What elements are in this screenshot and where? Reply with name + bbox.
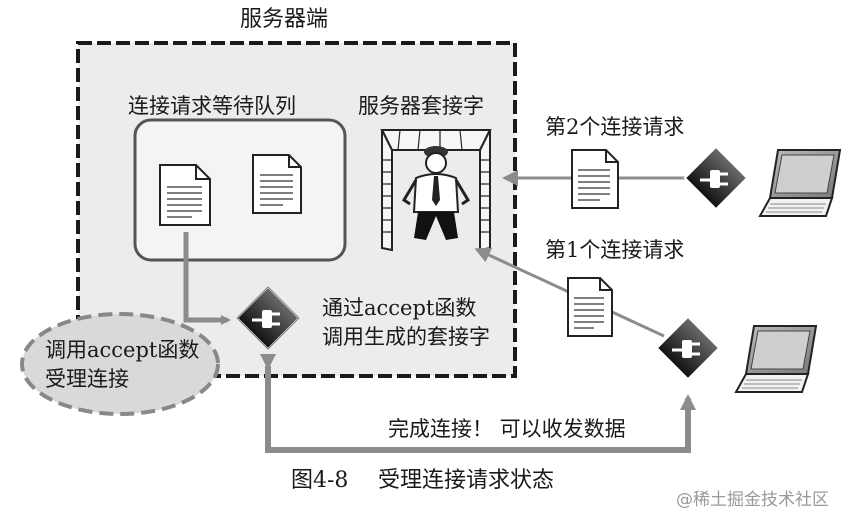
accept-socket-label-line1: 通过accept函数: [322, 296, 477, 320]
person-icon: [401, 146, 471, 240]
laptop-icon: [734, 325, 818, 393]
laptop-icon: [758, 149, 842, 217]
document-icon: [159, 164, 211, 226]
watermark: @稀土掘金技术社区: [676, 490, 829, 510]
server-socket-label: 服务器套接字: [358, 94, 484, 118]
connection-label: 完成连接！ 可以收发数据: [388, 417, 626, 441]
document-icon: [252, 154, 302, 214]
request-1-label: 第1个连接请求: [545, 238, 685, 262]
plug-diamond-icon: [235, 285, 301, 351]
figure-number: 图4-8: [291, 468, 349, 493]
request-2-label: 第2个连接请求: [545, 115, 685, 139]
callout-line2: 受理连接: [45, 367, 129, 391]
plug-diamond-icon: [683, 145, 749, 211]
document-icon: [567, 277, 613, 337]
socket-frame-icon: [380, 129, 492, 252]
connection-arrow: [260, 354, 696, 453]
server-title: 服务器端: [240, 7, 329, 32]
queue-label: 连接请求等待队列: [128, 94, 296, 118]
figure-title: 受理连接请求状态: [378, 468, 555, 493]
accept-callout: [20, 312, 220, 416]
callout-line1: 调用accept函数: [45, 338, 200, 362]
accept-socket-label-line2: 调用生成的套接字: [322, 325, 490, 349]
queue-to-accept-arrow: [183, 232, 231, 325]
plug-diamond-icon: [655, 315, 721, 381]
document-icon: [571, 149, 619, 209]
